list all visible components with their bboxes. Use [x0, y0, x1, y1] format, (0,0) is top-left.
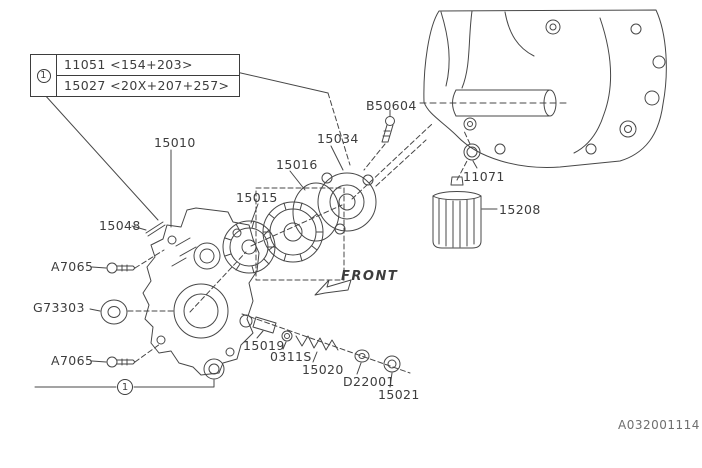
relief-valve-parts-icon: [252, 316, 401, 373]
dashed-guides: [127, 92, 471, 374]
oil-filter-icon: [432, 176, 482, 249]
pump-plate-icon: [292, 182, 340, 242]
legend-marker-cell: 1: [31, 55, 57, 96]
part-label-15010: 15010: [154, 135, 196, 150]
front-direction-label: FRONT: [341, 269, 399, 284]
part-label-11071: 11071: [463, 169, 505, 184]
legend-row-1: 11051 <154+203>: [57, 55, 240, 76]
legend-applicability: <154+203>: [110, 57, 193, 72]
part-label-0311s: 0311S: [270, 349, 312, 364]
part-label-15016: 15016: [276, 157, 318, 172]
legend-table: 1 11051 <154+203> 15027 <20X+207+257>: [30, 54, 241, 97]
legend-row-2: 15027 <20X+207+257>: [57, 76, 239, 96]
part-label-15021: 15021: [378, 387, 420, 402]
diagram-reference-number: A032001114: [618, 418, 700, 432]
part-label-15208: 15208: [499, 202, 541, 217]
legend-part-number: 15027: [64, 78, 106, 93]
o-ring-icon: [463, 143, 481, 161]
oil-seal-icon: [100, 299, 128, 325]
circled-1-icon: 1: [36, 68, 51, 83]
bolt-icon-a7065-lower: [106, 356, 136, 368]
leader-lines: [34, 70, 498, 388]
part-label-15019: 15019: [243, 338, 285, 353]
pump-housing-icon: [142, 207, 260, 380]
outer-rotor-icon: [262, 201, 324, 263]
bolt-icon-a7065-upper: [106, 262, 136, 274]
legend-applicability: <20X+207+257>: [110, 78, 230, 93]
part-label-g73303: G73303: [33, 300, 85, 315]
part-label-15020: 15020: [302, 362, 344, 377]
pump-cover-icon: [317, 172, 377, 235]
dowel-pin-icon: [145, 221, 166, 237]
bolt-icon-b50604: [381, 116, 395, 143]
engine-block-icon: [419, 9, 667, 168]
part-label-15048: 15048: [99, 218, 141, 233]
part-label-15034: 15034: [317, 131, 359, 146]
front-arrow-icon: [314, 279, 352, 296]
circled-1-callout-icon: 1: [117, 379, 133, 395]
part-label-a7065-upper: A7065: [51, 259, 94, 274]
legend-part-number: 11051: [64, 57, 106, 72]
part-label-d22001: D22001: [343, 374, 395, 389]
part-label-15015: 15015: [236, 190, 278, 205]
rotor-set-outline: [255, 187, 345, 281]
part-label-a7065-lower: A7065: [51, 353, 94, 368]
part-label-b50604: B50604: [366, 98, 417, 113]
